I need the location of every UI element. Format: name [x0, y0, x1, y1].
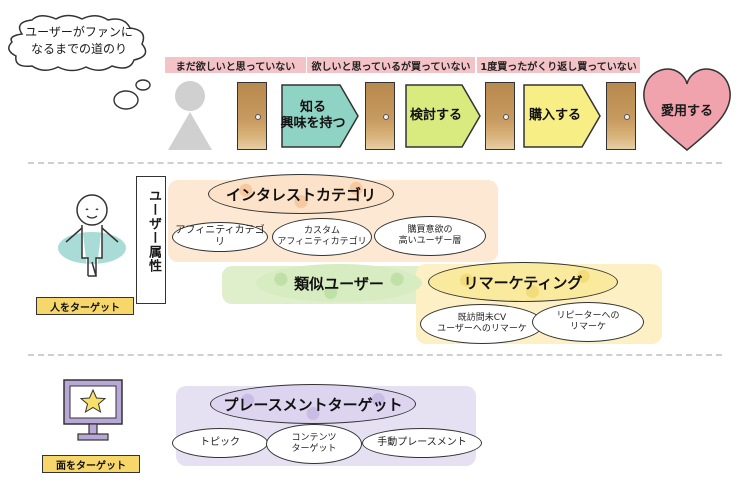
divider-bottom [28, 354, 722, 356]
stage-tag-3: 1度買ったがくり返し買っていない [477, 57, 640, 73]
heart-icon [643, 68, 731, 151]
door-3 [485, 82, 515, 150]
monitor [62, 378, 124, 444]
door-knob-icon [624, 114, 630, 120]
door-knob-icon [503, 114, 509, 120]
interest-category-label: インタレストカテゴリ [225, 185, 376, 204]
heart-label: 愛用する [660, 104, 713, 119]
label-people-target: 人をターゲット [36, 297, 134, 315]
person-silhouette-icon [168, 81, 212, 150]
similar-users-label: 類似ユーザー [294, 274, 384, 293]
topic-label: トピック [200, 437, 240, 448]
in-market-label: 購買意欲の 高いユーザー層 [398, 225, 462, 246]
cloud-site-visitors: 既訪問未CV ユーザーへのリマーケ [420, 304, 544, 344]
thought-dots-icon [113, 79, 151, 110]
cloud-repeaters: リピーターへの リマーケ [532, 302, 644, 342]
door-2 [365, 82, 395, 150]
manual-placement-label: 手動プレースメント [377, 437, 467, 448]
cloud-interest-category: インタレストカテゴリ [208, 174, 394, 214]
heart-love: 愛用する [640, 64, 734, 154]
step-purchase-label: 購入する [528, 108, 581, 123]
cloud-custom-affinity: カスタム アフィニティカテゴリ [272, 218, 372, 256]
cloud-topic: トピック [172, 428, 268, 458]
site-visitors-label: 既訪問未CV ユーザーへのリマーケ [437, 313, 527, 334]
custom-affinity-label: カスタム アフィニティカテゴリ [277, 226, 367, 247]
label-surface-target: 面をターゲット [42, 455, 140, 473]
thought-line-1: ユーザーがファンに [25, 25, 133, 39]
remarketing-label: リマーケティング [463, 273, 583, 292]
cloud-in-market: 購買意欲の 高いユーザー層 [374, 216, 486, 256]
door-4 [606, 82, 636, 150]
smiling-person-icon [58, 194, 126, 277]
placement-label: プレースメントターゲット [223, 395, 403, 414]
user-attr-label: ユーザー属性 [146, 189, 161, 273]
cloud-manual-placement: 手動プレースメント [362, 428, 482, 458]
step-purchase: 購入する [522, 83, 602, 149]
person-figure [52, 192, 132, 282]
affinity-label: アフィニティカテゴリ [175, 225, 265, 248]
cloud-placement: プレースメントターゲット [210, 384, 416, 424]
door-1 [237, 82, 267, 150]
step-know: 知る 興味を持つ [280, 83, 360, 149]
divider-top [28, 162, 722, 164]
door-knob-icon [255, 114, 261, 120]
stage-tag-2: 欲しいと思っているが買っていない [307, 57, 475, 73]
monitor-star-icon [63, 379, 123, 441]
user-attr-panel: ユーザー属性 [136, 176, 166, 304]
step-know-label: 知る 興味を持つ [280, 100, 346, 131]
cloud-content: コンテンツ ターゲット [266, 424, 362, 464]
repeaters-label: リピーターへの リマーケ [556, 311, 620, 332]
content-label: コンテンツ ターゲット [291, 433, 337, 454]
cloud-similar-users: 類似ユーザー [256, 264, 422, 302]
stage-tag-1: まだ欲しいと思っていない [165, 57, 306, 73]
cloud-remarketing: リマーケティング [428, 262, 618, 302]
door-knob-icon [383, 114, 389, 120]
step-consider-label: 検討する [409, 108, 462, 123]
thought-bubble: ユーザーがファンに なるまでの道のり [4, 14, 154, 72]
thought-line-2: なるまでの道のり [30, 42, 127, 56]
step-consider: 検討する [404, 83, 482, 149]
cloud-affinity: アフィニティカテゴリ [172, 222, 268, 252]
